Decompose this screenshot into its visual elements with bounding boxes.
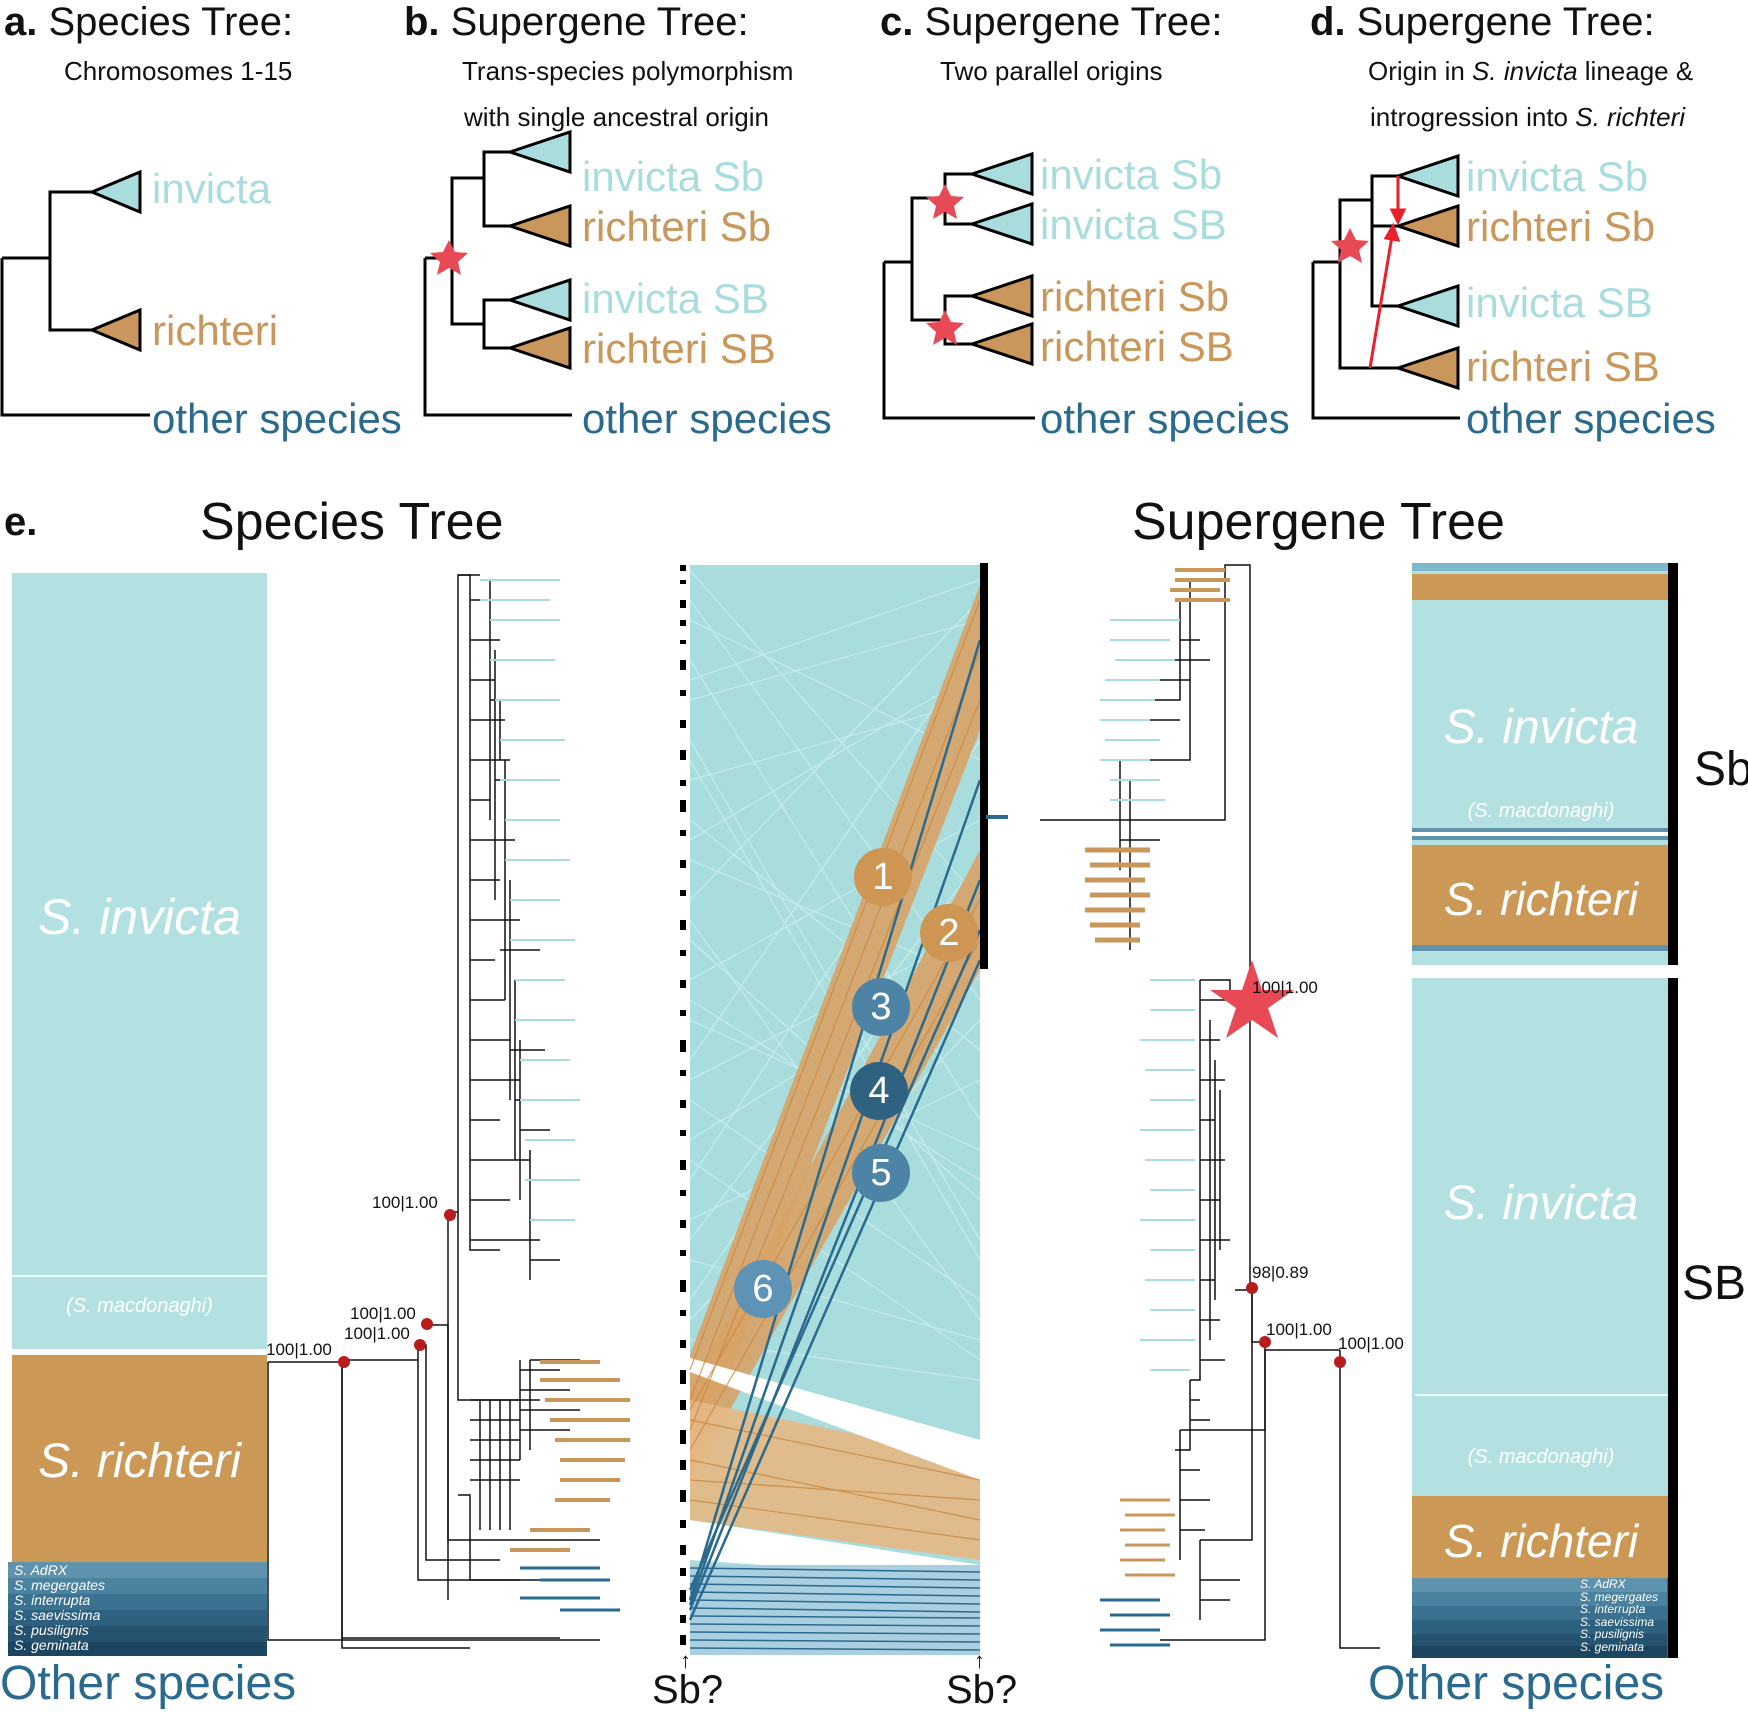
arrow-left: ↑ (680, 1648, 691, 1673)
tip-other-a: other species (152, 395, 402, 442)
right-block-richteri-SB: S. richteri (1443, 1515, 1639, 1567)
circle-4: 4 (850, 1062, 908, 1120)
supergene-tree-heading: Supergene Tree (1132, 493, 1505, 551)
species-tree-tip-marks (480, 579, 630, 1612)
tip-d-invicta-SB: invicta SB (1466, 279, 1653, 326)
right-block-macdonaghi-sb: (S. macdonaghi) (1467, 800, 1615, 822)
tip-richteri: richteri (152, 307, 279, 354)
left-block-invicta: S. invicta (38, 889, 241, 945)
sb-question-right: Sb? (946, 1668, 1018, 1712)
circle-1: 1 (854, 848, 912, 906)
supergene-node-dots (1246, 984, 1346, 1368)
left-blocks (8, 573, 267, 1656)
species-tree-heading: Species Tree (200, 493, 504, 551)
sb-question-left: Sb? (652, 1668, 724, 1712)
right-other-species-list: S. AdRX S. megergates S. interrupta S. s… (1580, 1577, 1659, 1654)
tip-b-invicta-sb: invicta Sb (582, 153, 765, 200)
tip-other-c: other species (1040, 395, 1290, 442)
supergene-tree-svg (1040, 564, 1380, 1649)
right-block-invicta-sb: S. invicta (1443, 701, 1639, 754)
support-species-4: 100|1.00 (266, 1340, 332, 1359)
panel-e-letter: e. (4, 500, 38, 544)
right-block-richteri-sb: S. richteri (1443, 873, 1639, 925)
tip-d-richteri-sb: richteri Sb (1466, 203, 1656, 250)
tip-c-richteri-SB: richteri SB (1040, 323, 1234, 370)
tanglegram (680, 563, 1008, 1655)
tip-b-richteri-sb: richteri Sb (582, 203, 772, 250)
panel-c-title: c. Supergene Tree: (880, 0, 1223, 44)
circle-5: 5 (852, 1144, 910, 1202)
support-supergene-3: 100|1.00 (1266, 1320, 1332, 1339)
right-other-species-heading: Other species (1368, 1657, 1665, 1710)
panel-d-title: d. Supergene Tree: (1310, 0, 1655, 44)
label-sb-big: SB (1682, 1257, 1747, 1310)
support-species-3: 100|1.00 (344, 1324, 410, 1343)
tip-invicta: invicta (152, 165, 272, 212)
circle-2: 2 (920, 904, 978, 962)
panel-d-subtitle-1: Origin in S. invicta lineage & (1368, 56, 1694, 86)
right-block-macdonaghi-SB: (S. macdonaghi) (1467, 1446, 1615, 1468)
tip-b-invicta-SB: invicta SB (582, 275, 769, 322)
panel-a-subtitle: Chromosomes 1-15 (64, 56, 293, 86)
tip-d-richteri-SB: richteri SB (1466, 343, 1660, 390)
left-other-species-heading: Other species (0, 1657, 297, 1710)
support-species-1: 100|1.00 (372, 1193, 438, 1212)
tip-d-invicta-sb: invicta Sb (1466, 153, 1649, 200)
panel-c-subtitle: Two parallel origins (940, 56, 1163, 86)
panel-d-subtitle-2: introgression into S. richteri (1370, 102, 1686, 132)
circle-3: 3 (852, 978, 910, 1036)
tip-c-invicta-sb: invicta Sb (1040, 151, 1223, 198)
left-other-species-list: S. AdRX S. megergates S. interrupta S. s… (14, 1562, 106, 1653)
panel-b-title: b. Supergene Tree: (404, 0, 749, 44)
panel-b-subtitle-1: Trans-species polymorphism (462, 56, 794, 86)
tip-c-invicta-SB: invicta SB (1040, 201, 1227, 248)
big-red-star (1210, 960, 1294, 1038)
species-tree-svg (267, 574, 600, 1649)
left-block-macdonaghi: (S. macdonaghi) (66, 1295, 213, 1317)
support-species-2: 100|1.00 (350, 1304, 416, 1323)
panel-a-title: a. Species Tree: (4, 0, 294, 44)
tip-other-b: other species (582, 395, 832, 442)
right-blocks (1412, 563, 1678, 1658)
tip-b-richteri-SB: richteri SB (582, 325, 776, 372)
species-node-dots (338, 1209, 456, 1368)
support-supergene-4: 100|1.00 (1338, 1334, 1404, 1353)
left-block-richteri: S. richteri (38, 1435, 241, 1488)
support-supergene-1: 100|1.00 (1252, 978, 1318, 997)
tip-c-richteri-sb: richteri Sb (1040, 273, 1230, 320)
right-block-invicta-SB: S. invicta (1443, 1177, 1639, 1230)
label-sb-small: Sb (1694, 743, 1748, 796)
supergene-tree-tip-marks (1085, 568, 1230, 1647)
support-supergene-2: 98|0.89 (1252, 1263, 1309, 1282)
tip-other-d: other species (1466, 395, 1716, 442)
panel-b-subtitle-2: with single ancestral origin (464, 102, 769, 132)
arrow-right: ↑ (974, 1648, 985, 1673)
circle-6: 6 (734, 1260, 792, 1318)
